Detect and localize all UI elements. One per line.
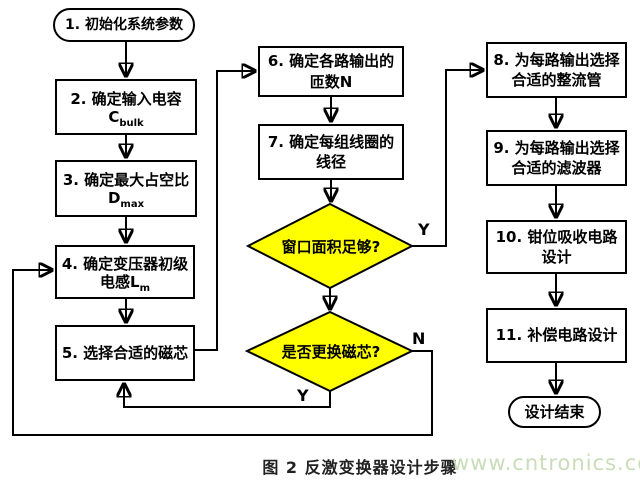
connector-d2-yes-to-5 xyxy=(124,384,331,408)
step-7-box: 7. 确定每组线圈的 线径 xyxy=(258,124,404,180)
step-5-box: 5. 选择合适的磁芯 xyxy=(55,325,195,381)
step-8-label-line1: 8. 为每路输出选择 xyxy=(493,50,620,69)
edge-label-d1-yes: Y xyxy=(418,220,430,239)
step-2-label: 2. 确定输入电容 xyxy=(70,89,182,108)
decision-replace-core-label: 是否更换磁芯? xyxy=(281,342,381,361)
step-8-box: 8. 为每路输出选择 合适的整流管 xyxy=(486,42,627,98)
decision-window-area-label: 窗口面积足够? xyxy=(281,237,381,256)
site-watermark: www.cntronics.com xyxy=(452,451,640,475)
step-8-label-line2: 合适的整流管 xyxy=(511,71,602,89)
step-6-label-line2: 匝数N xyxy=(309,72,353,91)
connector-d2-no-to-4 xyxy=(12,270,433,436)
step-2-symbol: Cbulk xyxy=(108,107,144,129)
step-11-box: 11. 补偿电路设计 xyxy=(486,308,627,363)
step-4-label: 4. 确定变压器初级 xyxy=(61,254,189,273)
step-3-label: 3. 确定最大占空比 xyxy=(62,171,190,190)
step-3-symbol: Dmax xyxy=(107,189,145,211)
edge-label-d2-no: N xyxy=(412,329,426,348)
connector-d1-yes-to-8 xyxy=(412,70,483,247)
step-6-label-line1: 6. 确定各路输出的 xyxy=(267,52,395,71)
step-7-label-line1: 7. 确定每组线圈的 xyxy=(267,132,395,151)
step-4-box: 4. 确定变压器初级 电感Lm xyxy=(55,245,195,299)
start-node-label: 1. 初始化系统参数 xyxy=(65,16,183,33)
step-10-box: 10. 钳位吸收电路 设计 xyxy=(486,220,627,274)
step-2-box: 2. 确定输入电容 Cbulk xyxy=(55,79,197,135)
end-node: 设计结束 xyxy=(508,396,601,428)
step-9-label-line2: 合适的滤波器 xyxy=(511,159,602,177)
step-3-box: 3. 确定最大占空比 Dmax xyxy=(55,160,197,217)
connector-5-to-6 xyxy=(195,71,255,351)
step-10-label-line2: 设计 xyxy=(541,248,572,266)
step-11-label: 11. 补偿电路设计 xyxy=(495,326,618,345)
start-node: 1. 初始化系统参数 xyxy=(53,8,195,42)
figure-caption: 图 2 反激变换器设计步骤 xyxy=(262,458,458,477)
step-7-label-line2: 线径 xyxy=(315,153,346,171)
edge-label-d2-yes: Y xyxy=(297,386,309,405)
step-10-label-line1: 10. 钳位吸收电路 xyxy=(495,227,618,246)
step-9-box: 9. 为每路输出选择 合适的滤波器 xyxy=(486,130,627,186)
step-5-label: 5. 选择合适的磁芯 xyxy=(61,343,189,362)
end-node-label: 设计结束 xyxy=(524,402,585,421)
step-9-label-line1: 9. 为每路输出选择 xyxy=(493,138,620,157)
step-4-symbol: 电感Lm xyxy=(100,272,150,294)
step-6-box: 6. 确定各路输出的 匝数N xyxy=(258,46,404,97)
